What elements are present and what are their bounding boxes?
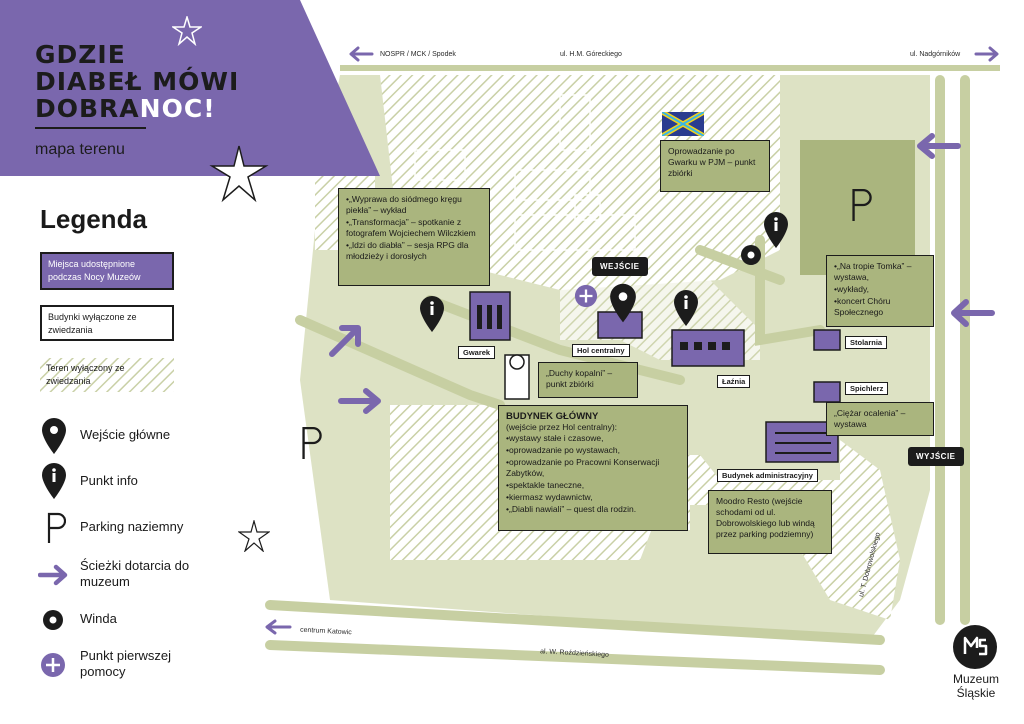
info-pin-icon[interactable] <box>762 210 790 250</box>
museum-logo-text: Muzeum Śląskie <box>952 672 999 700</box>
building-label-laznia: Łaźnia <box>717 375 751 388</box>
building-label-stolarnia: Stolarnia <box>845 336 888 349</box>
arrow-right-icon <box>38 564 68 586</box>
legend-item-parking: Parking naziemny <box>80 519 184 534</box>
page-subtitle: mapa terenu <box>35 141 125 158</box>
legend-box-open: Miejsca udostępnione podczas Nocy Muzeów <box>40 252 174 290</box>
map-pin-icon <box>42 418 66 454</box>
stolarnia-building <box>813 329 841 351</box>
callout-item: „Na tropie Tomka” – wystawa, <box>834 261 926 283</box>
callout-item: „Transformacja” – spotkanie z fotografem… <box>346 217 482 239</box>
legend-item-info: Punkt info <box>80 473 138 488</box>
arrow-left-icon <box>349 46 374 62</box>
legend-title: Legenda <box>40 204 147 234</box>
map-pin-icon[interactable] <box>608 282 638 324</box>
building-label-hol: Hol centralny <box>572 344 630 357</box>
callout-pjm-tour: Oprowadzanie po Gwarku w PJM – punkt zbi… <box>660 140 770 192</box>
building-label-spichlerz: Spichlerz <box>845 382 889 395</box>
spichlerz-building <box>813 381 841 403</box>
flag-icon <box>662 112 704 136</box>
entrance-tag: WEJŚCIE <box>592 257 648 276</box>
info-pin-icon[interactable] <box>672 288 700 328</box>
elevator-icon <box>741 245 761 265</box>
arrow-left-icon <box>265 619 292 635</box>
title-line-2: DIABEŁ MÓWI <box>35 67 240 96</box>
legend-item-first-aid: Punkt pierwszej pomocy <box>80 648 172 679</box>
exit-tag: WYJŚCIE <box>908 447 964 466</box>
access-arrow-icon <box>917 133 961 159</box>
access-arrow-icon <box>329 325 361 357</box>
legend-item-paths: Ścieżki dotarcia do muzeum <box>80 558 190 589</box>
callout-item: wystawy stałe i czasowe, <box>506 433 680 444</box>
street-label-top-right: ul. Nadgórników <box>910 51 961 58</box>
info-pin-icon <box>42 463 66 499</box>
callout-item: „Diabli nawiali” – quest dla rodzin. <box>506 504 680 515</box>
callout-item: spektakle taneczne, <box>506 480 680 491</box>
main-building-heading: BUDYNEK GŁÓWNY <box>506 411 599 422</box>
callout-item: „Idzi do diabła” – sesja RPG dla młodzie… <box>346 240 482 262</box>
first-aid-icon <box>41 653 65 677</box>
legend-item-elevator: Winda <box>80 611 117 626</box>
parking-icon <box>47 512 66 543</box>
title-line-1: GDZIE <box>35 40 126 69</box>
museum-logo-icon <box>953 625 997 669</box>
callout-item: oprowadzanie po Pracowni Konserwacji Zab… <box>506 457 680 479</box>
star-icon <box>172 16 202 46</box>
title-line-3: DOBRANOC! <box>35 94 216 123</box>
first-aid-icon <box>574 284 598 308</box>
callout-item: „Wyprawa do siódmego kręgu piekła” – wyk… <box>346 194 482 216</box>
building-label-gwarek: Gwarek <box>458 346 496 359</box>
callout-resto: Moodro Resto (wejście schodami od ul. Do… <box>708 490 832 554</box>
star-icon <box>238 520 270 552</box>
shaft-tower-icon <box>504 354 530 400</box>
info-pin-icon[interactable] <box>418 294 446 334</box>
callout-duchy: „Duchy kopalni” – punkt zbiórki <box>538 362 638 398</box>
title-accent: NOC! <box>139 94 216 123</box>
parking-area <box>800 140 915 275</box>
legend-box-hatched: Teren wyłączony ze zwiedzania <box>46 363 125 386</box>
callout-gwarek-events: „Wyprawa do siódmego kręgu piekła” – wyk… <box>338 188 490 286</box>
star-icon <box>209 145 269 203</box>
callout-item: wykłady, <box>834 284 926 295</box>
parking-icon <box>852 188 872 221</box>
arrow-right-icon <box>974 46 999 62</box>
access-arrow-icon <box>951 299 995 327</box>
callout-tomek: „Na tropie Tomka” – wystawa, wykłady, ko… <box>826 255 934 327</box>
main-building-subheading: (wejście przez Hol centralny): <box>506 422 618 432</box>
callout-ciezar: „Ciężar ocalenia” – wystawa <box>826 402 934 436</box>
legend-box-closed: Budynki wyłączone ze zwiedzania <box>40 305 174 341</box>
callout-item: kiermasz wydawnictw, <box>506 492 680 503</box>
street-label-top-left: NOSPR / MCK / Spodek <box>380 51 456 58</box>
building-label-admin: Budynek administracyjny <box>717 469 818 482</box>
legend-item-main-entrance: Wejście główne <box>80 427 171 442</box>
callout-main-building: BUDYNEK GŁÓWNY (wejście przez Hol centra… <box>498 405 688 531</box>
title-rule <box>35 127 146 129</box>
parking-icon <box>302 426 322 459</box>
callout-item: oprowadzanie po wystawach, <box>506 445 680 456</box>
street-label-top-mid: ul. H.M. Góreckiego <box>560 51 622 58</box>
elevator-icon <box>43 610 63 630</box>
callout-item: koncert Chóru Społecznego <box>834 296 926 318</box>
access-arrow-icon <box>338 388 381 414</box>
